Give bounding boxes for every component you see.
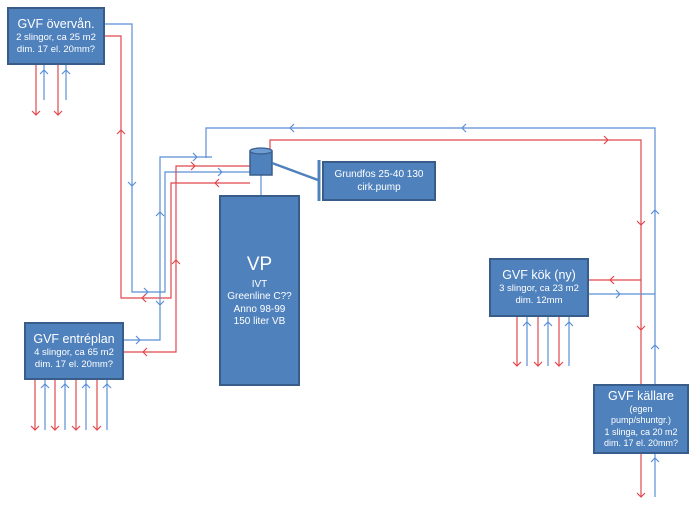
flow-arrow [81,383,91,389]
pump-type: cirk.pump [357,182,401,193]
flow-arrow [127,181,137,187]
flow-arrow [554,361,564,367]
box-gvf-kok: GVF kök (ny) 3 slingor, ca 23 m2 dim. 12… [489,258,589,317]
box-title: GVF övervån. [17,16,95,31]
circulation-pump-icon [249,147,321,201]
return-pipe-entreplan [124,156,212,341]
vp-detail: IVT [251,278,268,290]
box-detail: 1 slinga, ca 20 m2 [604,426,678,437]
flow-arrow [53,110,63,116]
box-gvf-overvan: GVF övervån. 2 slingor, ca 25 m2 dim. 17… [7,7,105,65]
box-vp-heat-pump: VP IVT Greenline C?? Anno 98-99 150 lite… [219,195,300,386]
flow-arrow [636,220,646,226]
flow-arrow [50,425,60,431]
flow-arrow [650,209,660,215]
flow-arrow [116,129,126,135]
flow-arrow [60,383,70,389]
flow-arrow [533,361,543,367]
vp-detail: Greenline C?? [227,291,292,302]
flow-arrow [543,321,553,327]
box-detail: dim. 12mm [515,295,563,306]
box-detail: dim. 17 el. 20mm? [16,43,96,55]
pump-model: Grundfos 25-40 130 [334,169,424,180]
box-pump-label: Grundfos 25-40 130 cirk.pump [322,161,436,201]
pump-label-connector [271,161,319,182]
flow-arrow [522,321,532,327]
flow-arrow [190,161,196,171]
flow-arrow [142,347,148,357]
box-detail: 3 slingor, ca 23 m2 [499,283,579,294]
flow-arrow [214,178,220,188]
box-detail: (egen [629,403,653,414]
flow-arrow [636,325,646,331]
flow-arrow [615,289,621,299]
flow-arrow [650,344,660,350]
flow-arrow [564,321,574,327]
flow-arrow [461,123,467,133]
supply-pipe-overvan [105,35,250,299]
box-detail: pump/shuntgr.) [610,415,672,425]
box-detail: dim. 17 el. 20mm? [603,438,679,448]
flow-arrow [603,135,609,145]
flow-arrow [92,425,102,431]
flow-arrow [512,361,522,367]
vp-detail: 150 liter VB [233,316,286,327]
flow-arrows [30,69,660,498]
box-detail: 2 slingor, ca 25 m2 [16,31,96,43]
flow-arrow [217,167,223,177]
box-detail: dim. 17 el. 20mm? [34,358,114,370]
box-gvf-entreplan: GVF entréplan 4 slingor, ca 65 m2 dim. 1… [24,322,124,380]
flow-arrow [31,110,41,116]
vp-title: VP [246,253,273,275]
return-pipe-kallare [205,127,656,384]
box-title: GVF källare [608,388,674,403]
flow-arrow [609,275,615,285]
flow-arrow [155,211,165,217]
box-title: GVF kök (ny) [502,268,576,282]
flow-arrow [650,457,660,463]
flow-arrow [171,259,181,265]
flow-arrow [135,335,141,345]
flow-arrow [289,123,295,133]
flow-arrow [61,69,71,75]
flow-arrow [40,383,50,389]
flow-arrow [141,293,147,303]
vp-detail: Anno 98-99 [233,303,286,315]
box-gvf-kallare: GVF källare (egen pump/shuntgr.) 1 sling… [593,384,689,454]
flow-arrow [30,425,40,431]
supply-pipe-entreplan [124,165,250,353]
flow-arrow [102,383,112,389]
flow-arrow [71,425,81,431]
flow-arrow [39,69,49,75]
box-detail: 4 slingor, ca 65 m2 [34,346,114,358]
flow-arrow [192,152,198,162]
box-title: GVF entréplan [33,331,115,346]
flow-arrow [155,300,165,306]
flow-arrow [636,492,646,498]
supply-pipe-kallare [269,139,642,384]
